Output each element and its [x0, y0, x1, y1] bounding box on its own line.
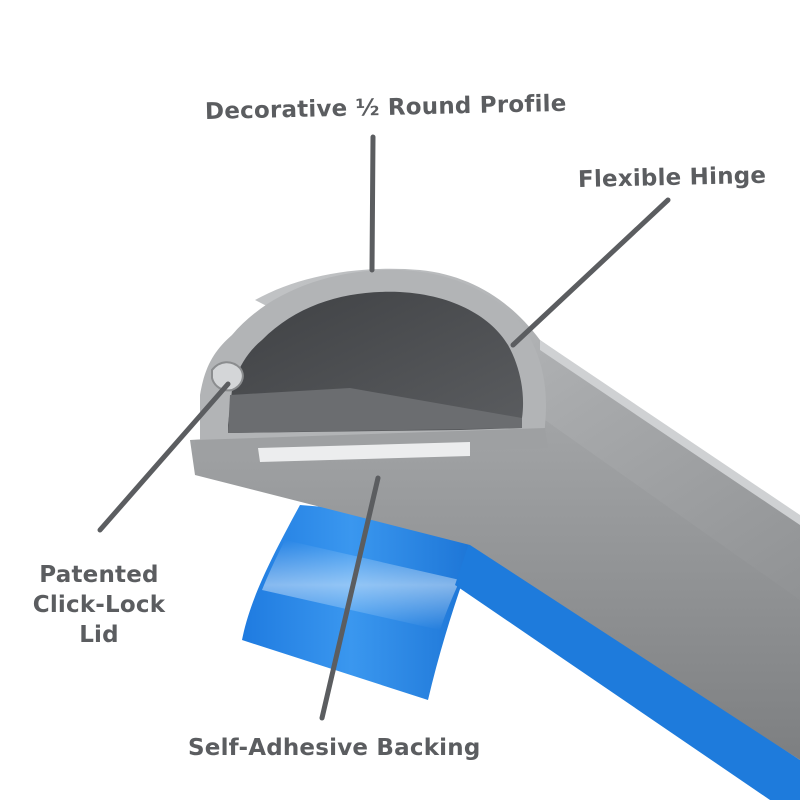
callout-lid-line-2: Click-Lock	[32, 592, 166, 618]
callout-flexible-hinge: Flexible Hinge	[577, 162, 767, 193]
leader-line-backing	[319, 475, 381, 721]
adhesive-tape-shine	[262, 540, 460, 630]
callout-click-lock-lid: Patented Click-Lock Lid	[18, 560, 180, 650]
leader-line-hinge	[510, 197, 671, 348]
callout-lid-line-1: Patented	[39, 562, 159, 588]
callout-self-adhesive-backing: Self-Adhesive Backing	[188, 735, 481, 761]
channel-side-surface	[190, 420, 800, 760]
adhesive-strip	[258, 442, 470, 462]
leader-line-lid	[97, 381, 231, 533]
leader-line-profile	[369, 134, 376, 273]
click-lock-hook	[211, 361, 244, 392]
channel-interior-floor	[228, 388, 522, 433]
hinge-ridge	[540, 340, 800, 525]
adhesive-tape-underside	[455, 540, 800, 800]
callout-lid-line-3: Lid	[79, 622, 119, 648]
